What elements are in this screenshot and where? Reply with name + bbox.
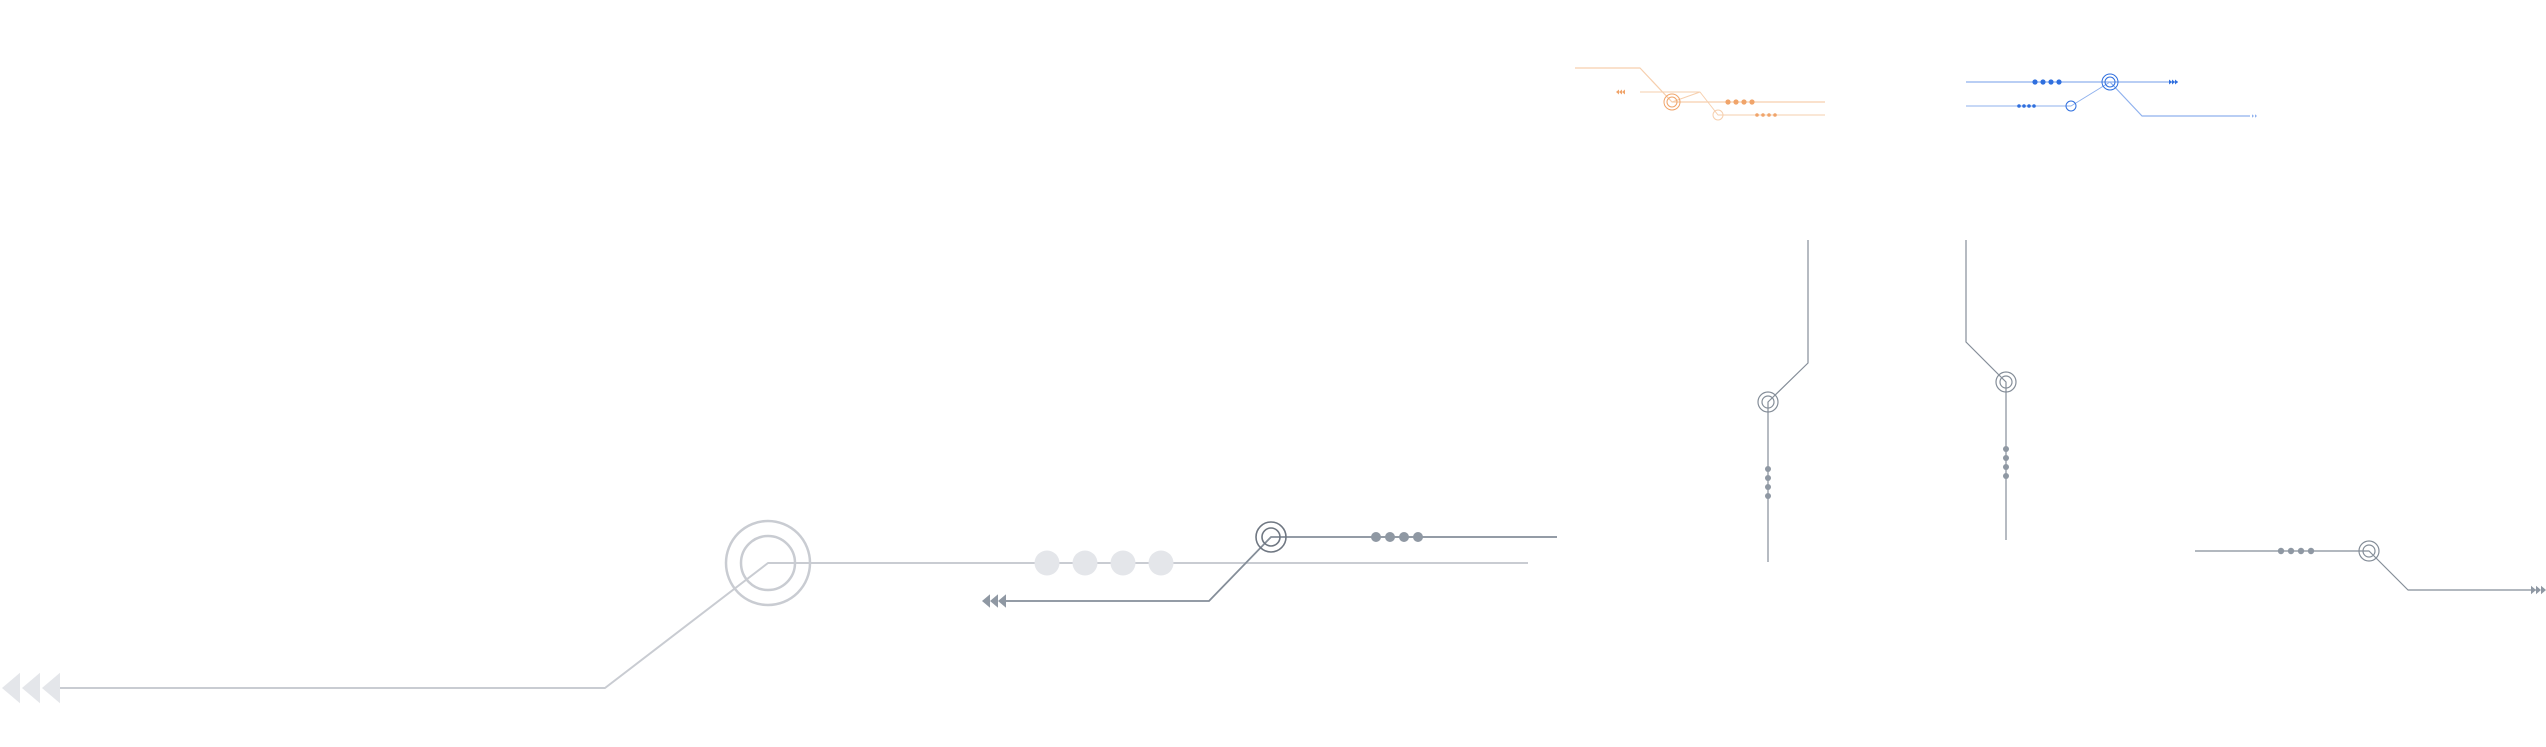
node-ring-orange-a-inner xyxy=(1666,96,1678,108)
trace-dot-large-3 xyxy=(1110,550,1136,576)
trace-dot-blue-a-2 xyxy=(2040,79,2046,85)
trace-dot-right-1 xyxy=(2277,547,2285,555)
trace-dot-vertical-a-3 xyxy=(1765,484,1771,490)
trace-blue-upper xyxy=(1966,81,2250,117)
node-ring-orange-b xyxy=(1712,109,1724,121)
arrow-head-large-3 xyxy=(42,672,60,704)
node-ring-center-outer xyxy=(1255,521,1287,553)
trace-dot-blue-a-3 xyxy=(2048,79,2054,85)
trace-dot-large-4 xyxy=(1148,550,1174,576)
trace-dot-orange-a-1 xyxy=(1725,99,1731,105)
trace-dot-center-4 xyxy=(1413,532,1423,542)
trace-dot-center-2 xyxy=(1385,532,1395,542)
trace-dot-vertical-b-2 xyxy=(2003,455,2009,461)
trace-dot-vertical-b-4 xyxy=(2003,473,2009,479)
arrow-head-orange-1 xyxy=(1616,89,1619,95)
trace-dot-center-3 xyxy=(1399,532,1409,542)
trace-dot-blue-b-1 xyxy=(2017,104,2021,108)
trace-dot-orange-a-2 xyxy=(1733,99,1739,105)
arrow-head-large-2 xyxy=(22,672,40,704)
trace-dot-vertical-b-3 xyxy=(2003,464,2009,470)
node-ring-right-inner xyxy=(2362,544,2376,558)
trace-orange-lower xyxy=(1640,91,1825,116)
trace-dot-vertical-a-4 xyxy=(1765,493,1771,499)
node-ring-orange-a-outer xyxy=(1663,93,1681,111)
node-ring-vertical-a-outer xyxy=(1757,391,1779,413)
node-ring-blue-a-inner xyxy=(2104,76,2116,88)
node-ring-center-inner xyxy=(1261,527,1281,547)
trace-orange-upper xyxy=(1575,67,1825,103)
arrow-head-blue-small-1 xyxy=(2252,114,2254,118)
arrow-head-large-1 xyxy=(2,672,20,704)
arrow-head-center-3 xyxy=(998,594,1006,608)
node-ring-large-outer xyxy=(724,519,812,607)
trace-dot-orange-a-4 xyxy=(1749,99,1755,105)
trace-large-lower xyxy=(58,562,1528,689)
arrow-head-right-2 xyxy=(2536,585,2541,595)
trace-dot-orange-a-3 xyxy=(1741,99,1747,105)
arrow-head-right-3 xyxy=(2541,585,2546,595)
trace-dot-orange-b-2 xyxy=(1761,113,1765,117)
trace-dot-right-2 xyxy=(2287,547,2295,555)
arrow-head-blue-small-2 xyxy=(2255,114,2257,118)
arrow-head-center-1 xyxy=(982,594,990,608)
trace-dot-blue-a-4 xyxy=(2056,79,2062,85)
node-ring-large-inner xyxy=(739,534,797,592)
trace-dot-center-1 xyxy=(1371,532,1381,542)
trace-dot-orange-b-3 xyxy=(1767,113,1771,117)
node-ring-blue-b xyxy=(2065,100,2077,112)
trace-dot-right-3 xyxy=(2297,547,2305,555)
node-ring-blue-a-outer xyxy=(2101,73,2119,91)
trace-dot-blue-b-3 xyxy=(2027,104,2031,108)
node-ring-vertical-b-inner xyxy=(1999,375,2013,389)
trace-dot-vertical-a-1 xyxy=(1765,466,1771,472)
arrow-head-blue-1 xyxy=(2169,79,2172,85)
trace-dot-orange-b-1 xyxy=(1755,113,1759,117)
arrow-head-blue-2 xyxy=(2172,79,2175,85)
trace-dot-blue-b-4 xyxy=(2032,104,2036,108)
arrow-head-orange-2 xyxy=(1619,89,1622,95)
trace-dot-vertical-a-2 xyxy=(1765,475,1771,481)
node-ring-vertical-a-inner xyxy=(1761,395,1775,409)
trace-dot-large-2 xyxy=(1072,550,1098,576)
arrow-head-right-1 xyxy=(2531,585,2536,595)
trace-dot-large-1 xyxy=(1034,550,1060,576)
trace-vertical-a xyxy=(1767,240,1809,562)
arrow-head-blue-3 xyxy=(2175,79,2178,85)
trace-dot-vertical-b-1 xyxy=(2003,446,2009,452)
trace-dot-blue-a-1 xyxy=(2032,79,2038,85)
arrow-head-orange-3 xyxy=(1622,89,1625,95)
trace-dot-orange-b-4 xyxy=(1773,113,1777,117)
trace-blue-lower xyxy=(1966,81,2111,107)
trace-dot-right-4 xyxy=(2307,547,2315,555)
trace-dot-blue-b-2 xyxy=(2022,104,2026,108)
node-ring-right-outer xyxy=(2358,540,2380,562)
arrow-head-center-2 xyxy=(990,594,998,608)
trace-orange-link xyxy=(1671,91,1701,103)
node-ring-vertical-b-outer xyxy=(1995,371,2017,393)
